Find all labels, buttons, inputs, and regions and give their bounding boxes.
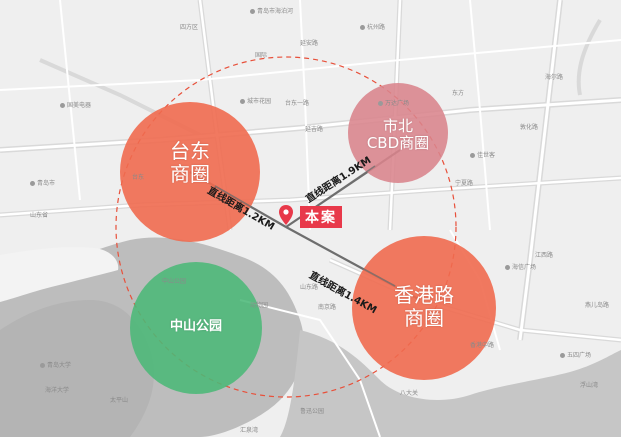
shibei-circle[interactable] bbox=[348, 83, 448, 183]
poi-label: 青岛市 bbox=[30, 178, 55, 187]
poi-label: 八大关 bbox=[400, 390, 419, 397]
poi-label: 延吉路 bbox=[305, 126, 324, 133]
bay-water bbox=[0, 247, 119, 302]
poi-dot-icon bbox=[560, 353, 565, 358]
poi-label: 海信广场 bbox=[505, 262, 536, 271]
taidong-label-line2: 商圈 bbox=[170, 162, 210, 186]
poi-label: 城市花园 bbox=[240, 96, 271, 105]
poi-label: 太平山 bbox=[110, 397, 129, 404]
poi-dot-icon bbox=[505, 265, 510, 270]
poi-dot-icon bbox=[378, 101, 383, 106]
poi-label: 海洋大学 bbox=[45, 387, 70, 394]
poi-label: 山东省 bbox=[30, 212, 49, 219]
poi-label: 山东路 bbox=[300, 284, 319, 291]
shibei-label-line2: CBD商圈 bbox=[366, 134, 430, 153]
taidong-label: 台东 商圈 bbox=[150, 140, 230, 186]
poi-label: 江西路 bbox=[535, 252, 554, 259]
poi-dot-icon bbox=[250, 9, 255, 14]
poi-label: 四方区 bbox=[180, 24, 199, 31]
poi-dot-icon bbox=[60, 103, 65, 108]
map-pin-icon[interactable] bbox=[279, 205, 293, 225]
zhongshan-circle[interactable] bbox=[130, 262, 262, 394]
poi-dot-icon bbox=[240, 99, 245, 104]
poi-label: 延安路 bbox=[300, 40, 319, 47]
taidong-circle[interactable] bbox=[120, 102, 260, 242]
radius-ring bbox=[115, 56, 457, 398]
poi-label: 燕儿岛路 bbox=[585, 302, 610, 309]
poi-dot-icon bbox=[30, 181, 35, 186]
zhongshan-label: 中山公园 bbox=[146, 319, 246, 335]
poi-dot-icon bbox=[40, 363, 45, 368]
poi-label: 汇泉湾 bbox=[240, 427, 259, 434]
poi-label: 台东 bbox=[132, 174, 145, 181]
poi-label: 海尔路 bbox=[545, 74, 564, 81]
coast-shade bbox=[0, 300, 154, 437]
zhongshan-label-line1: 中山公园 bbox=[169, 319, 222, 334]
xianggang-label-line2: 商圈 bbox=[404, 306, 444, 330]
poi-label: 浮山湾 bbox=[580, 382, 599, 389]
poi-label: 青岛大学 bbox=[40, 360, 71, 369]
poi-label: 宁夏路 bbox=[455, 180, 474, 187]
xianggang-circle[interactable] bbox=[352, 236, 496, 380]
poi-label: 东方 bbox=[452, 90, 465, 97]
south-east-land bbox=[280, 330, 621, 437]
poi-label: 国美电器 bbox=[60, 100, 91, 109]
shibei-label-line1: 市北 bbox=[382, 117, 413, 135]
taidong-label-line1: 台东 bbox=[170, 139, 210, 163]
poi-label: 佳世客 bbox=[470, 150, 495, 159]
poi-label: 杭州路 bbox=[360, 22, 385, 31]
poi-label: 香港中路 bbox=[470, 342, 495, 349]
poi-dot-icon bbox=[470, 153, 475, 158]
poi-label: 敦化路 bbox=[520, 124, 539, 131]
poi-label: 青岛市海泊河 bbox=[250, 6, 293, 15]
poi-label: 万达广场 bbox=[378, 98, 409, 107]
shibei-label: 市北 CBD商圈 bbox=[358, 117, 438, 153]
poi-label: 国际 bbox=[255, 52, 268, 59]
poi-label: 中山公园 bbox=[162, 278, 187, 285]
xianggang-label: 香港路 商圈 bbox=[374, 284, 474, 330]
project-label[interactable]: 本案 bbox=[300, 206, 342, 228]
poi-label: 五四广场 bbox=[560, 350, 591, 359]
poi-label: 南京路 bbox=[318, 304, 337, 311]
xianggang-label-line1: 香港路 bbox=[394, 283, 454, 307]
poi-label: 台东一路 bbox=[285, 100, 310, 107]
poi-label: 动物园 bbox=[250, 302, 269, 309]
poi-label: 鲁迅公园 bbox=[300, 408, 325, 415]
poi-dot-icon bbox=[360, 25, 365, 30]
